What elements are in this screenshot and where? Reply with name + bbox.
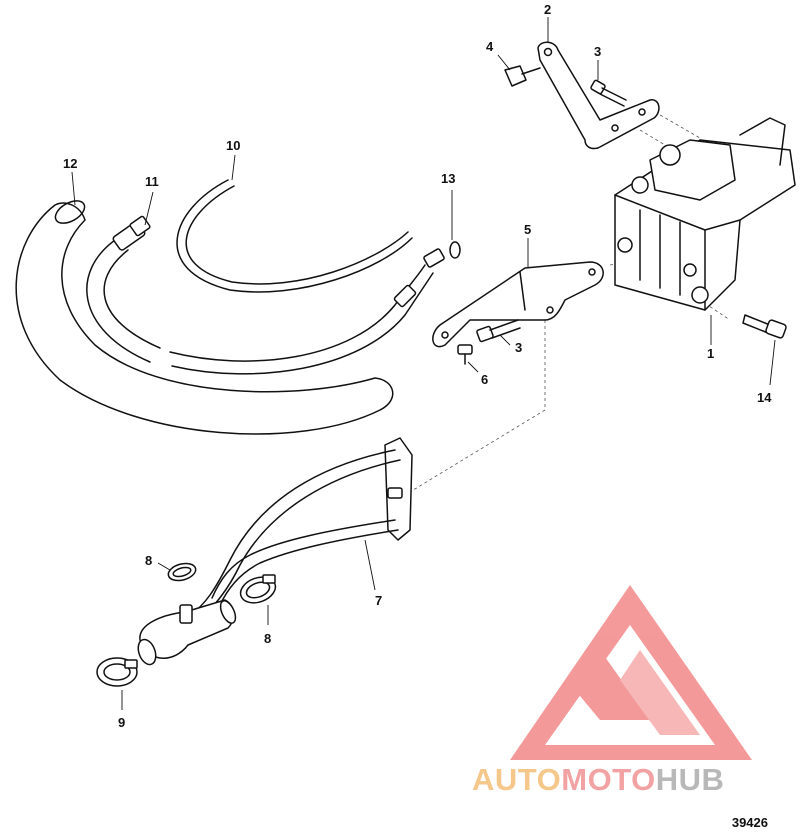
callout-12: 12 [63, 156, 77, 171]
callout-labels: 1 2 3 3 4 5 6 7 8 8 9 10 11 12 13 14 [63, 2, 772, 730]
hose-assembly-part-7 [189, 437, 413, 621]
callout-8-upper: 8 [145, 553, 152, 568]
callout-6: 6 [481, 372, 488, 387]
watermark-moto: MOTO [561, 762, 655, 797]
bolt-part-4 [504, 65, 541, 87]
callout-8-lower: 8 [264, 631, 271, 646]
callout-1: 1 [707, 346, 714, 361]
svg-text:AUTOMOTOHUB: AUTOMOTOHUB [472, 762, 724, 797]
o-ring-part-13 [449, 241, 461, 259]
callout-9: 9 [118, 715, 125, 730]
watermark-auto: AUTO [472, 762, 561, 797]
sensor-part-14 [742, 314, 787, 339]
drawing-number: 39426 [731, 815, 768, 830]
thin-hose-part-10 [176, 179, 413, 293]
leader-lines [71, 17, 776, 710]
bolt-part-3-upper [590, 79, 627, 107]
callout-2: 2 [544, 2, 551, 17]
tube-assembly [169, 241, 461, 375]
module-part-1 [614, 117, 796, 311]
lower-bracket-part-5 [432, 261, 604, 348]
clamp-part-8-lower [239, 574, 277, 604]
screw-part-6 [457, 344, 473, 365]
callout-7: 7 [375, 593, 382, 608]
watermark-logo [510, 585, 752, 760]
callout-4: 4 [486, 39, 494, 54]
tee-fitting [137, 599, 237, 666]
watermark-hub: HUB [656, 762, 725, 797]
callout-3-lower: 3 [515, 340, 522, 355]
callout-13: 13 [441, 171, 455, 186]
large-hose-part-12 [15, 200, 394, 435]
callout-14: 14 [757, 390, 772, 405]
hose-part-11 [86, 215, 161, 363]
bolt-part-3-lower [476, 319, 521, 343]
clamp-part-8-upper [167, 562, 197, 582]
callout-5: 5 [524, 222, 531, 237]
callout-11: 11 [145, 174, 159, 189]
watermark-text: AUTOMOTOHUB [472, 762, 724, 797]
upper-bracket-part-2 [537, 41, 660, 150]
callout-10: 10 [226, 138, 240, 153]
callout-3-upper: 3 [594, 44, 601, 59]
clamp-part-9 [96, 657, 138, 687]
